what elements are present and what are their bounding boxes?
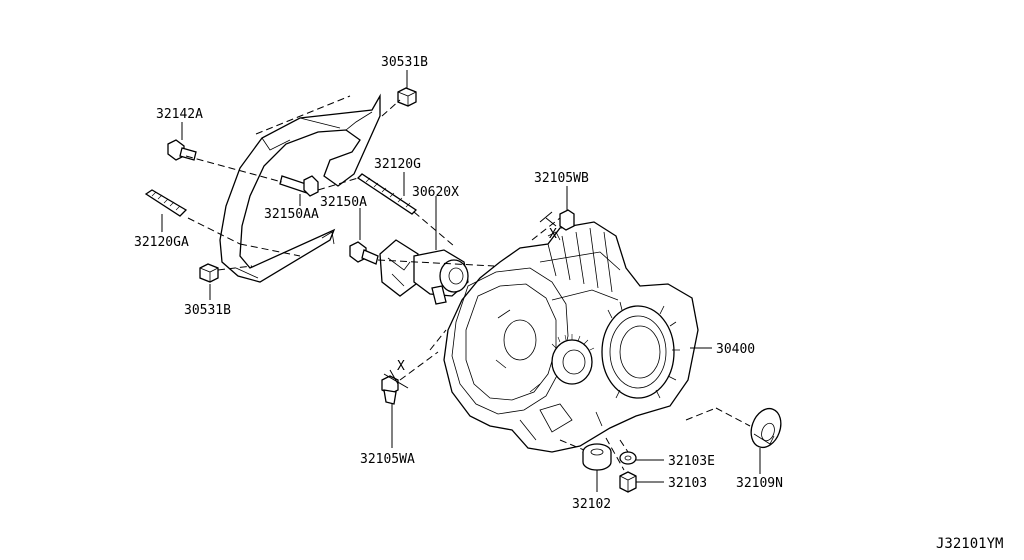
release-bearing-30620x <box>379 196 469 305</box>
label-32142a: 32142A <box>156 107 203 122</box>
label-32103e: 32103E <box>668 454 715 469</box>
label-30620x: 30620X <box>412 185 459 200</box>
label-32150a: 32150A <box>320 195 367 210</box>
bolt-32142a <box>167 122 197 161</box>
seal-32102 <box>582 443 612 492</box>
stud-32120g <box>356 172 418 215</box>
diagram-reference-code: J32101YM <box>936 536 1003 552</box>
bolt-32105wb <box>531 186 568 241</box>
label-32150aa: 32150AA <box>264 207 319 222</box>
seal-32109n <box>685 407 782 474</box>
bolt-32150a <box>349 208 379 265</box>
label-32102: 32102 <box>572 497 611 512</box>
label-32120g: 32120G <box>374 157 421 172</box>
plug-32103 <box>619 471 664 493</box>
label-32120ga: 32120GA <box>134 235 189 250</box>
nut-30531b-bottom <box>199 263 219 300</box>
washer-32103e <box>619 439 664 465</box>
bolt-32105wa <box>381 329 447 448</box>
label-30400: 30400 <box>716 342 755 357</box>
label-30531b-top: 30531B <box>381 55 428 70</box>
bracket-plate <box>219 93 381 283</box>
label-32105wa: 32105WA <box>360 452 415 467</box>
nut-30531b-top <box>397 70 417 107</box>
label-x-left: X <box>397 359 405 374</box>
stud-32120ga <box>144 189 188 232</box>
label-32105wb: 32105WB <box>534 171 589 186</box>
label-32109n: 32109N <box>736 476 783 491</box>
label-30531b-bottom: 30531B <box>184 303 231 318</box>
assembly-lines <box>185 95 625 471</box>
label-x-top: X <box>549 227 557 242</box>
transmission-case-30400 <box>443 209 699 453</box>
label-32103: 32103 <box>668 476 707 491</box>
bolt-32150aa <box>279 175 319 206</box>
